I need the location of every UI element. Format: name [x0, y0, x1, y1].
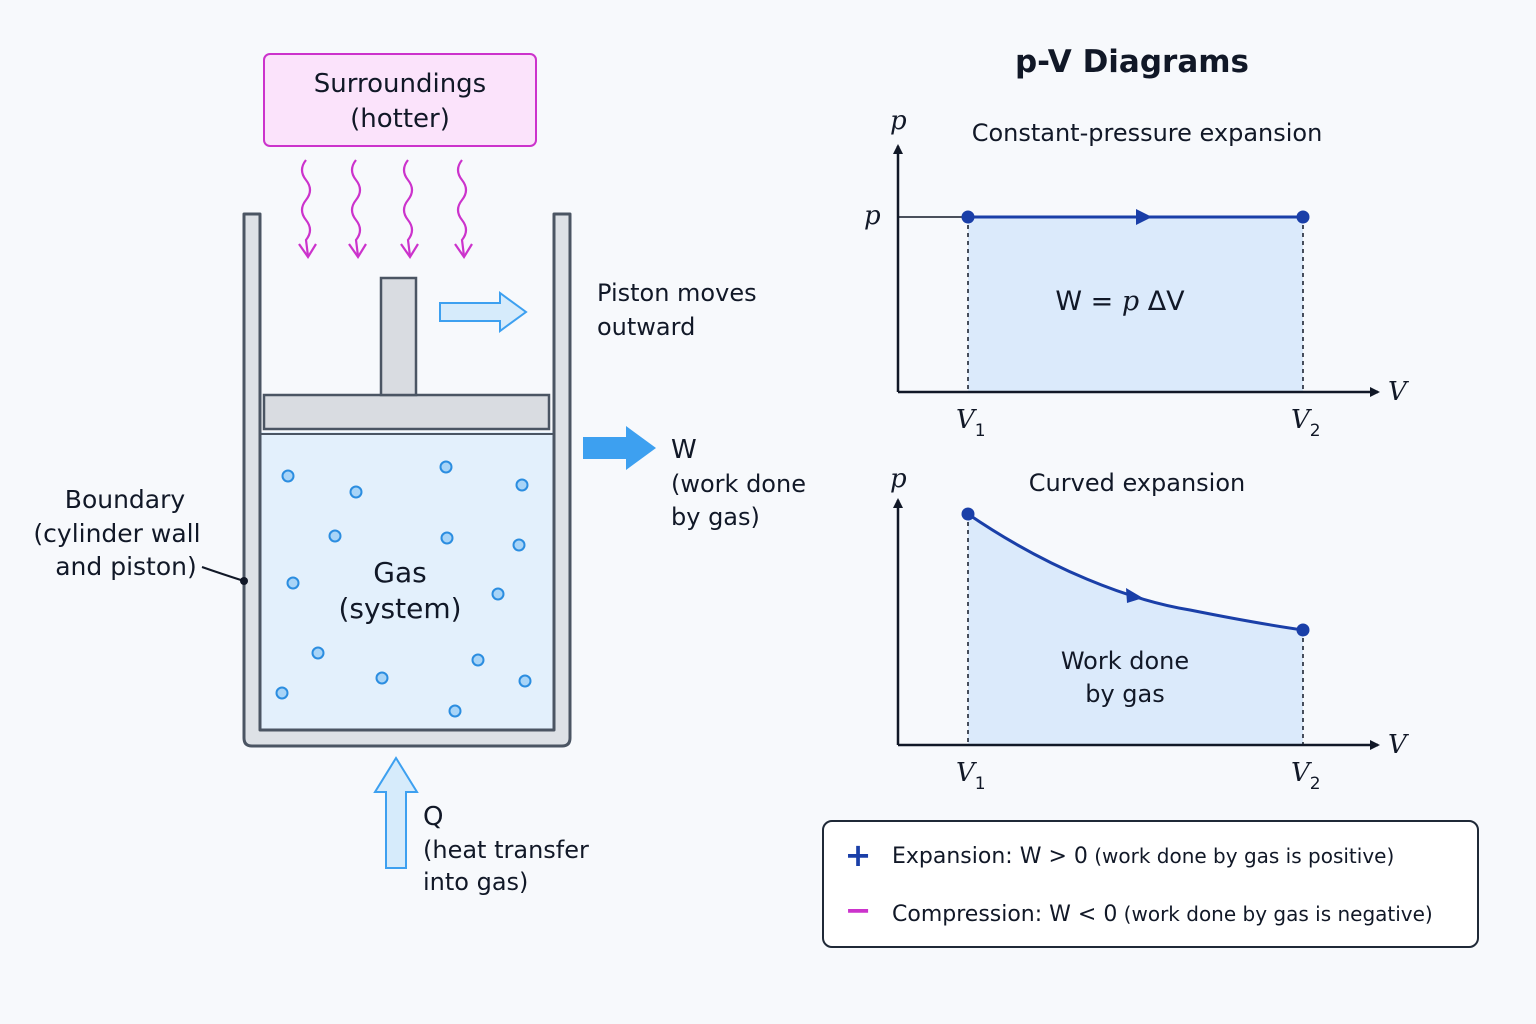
boundary-leader-dot: [240, 577, 248, 585]
work-area: [968, 514, 1303, 745]
gas-molecule: [328, 529, 342, 543]
v1-tick-label: V1: [956, 405, 986, 441]
surroundings-label-line2: (hotter): [350, 104, 450, 134]
gas-molecule: [375, 671, 389, 685]
gas-molecule: [349, 485, 363, 499]
graph1-title: Constant-pressure expansion: [972, 119, 1323, 147]
gas-molecule: [440, 531, 454, 545]
heat-label-line2: into gas): [423, 868, 528, 896]
gas-molecule: [275, 686, 289, 700]
legend-expansion: Expansion: W > 0 (work done by gas is po…: [892, 844, 1394, 869]
surroundings-label-line1: Surroundings: [314, 69, 486, 99]
graph-curved-expansion: p V Curved expansion V1 V2 Work done by …: [890, 464, 1409, 794]
v2-tick-label: V2: [1291, 405, 1321, 441]
state-point-2: [1296, 623, 1310, 637]
wavy-arrow-icon: [400, 159, 419, 260]
heat-arrow-icon: [373, 756, 419, 869]
gas-molecule: [515, 478, 529, 492]
graph2-title: Curved expansion: [1029, 469, 1245, 497]
v1-tick-label: V1: [956, 758, 986, 794]
work-label-line2: by gas): [671, 503, 760, 531]
gas-molecule: [512, 538, 526, 552]
v2-tick-label: V2: [1291, 758, 1321, 794]
surroundings-box: Surroundings (hotter): [263, 53, 537, 147]
direction-arrow-icon: [1136, 209, 1152, 225]
process-curve: [967, 512, 1304, 632]
pressure-tick-label: p: [864, 201, 881, 231]
piston-rod: [379, 276, 418, 397]
gas-region: [260, 432, 553, 730]
piston-head: [262, 393, 551, 431]
cylinder-wall: [242, 212, 572, 748]
heat-radiation-arrows: [298, 159, 473, 260]
x-axis-label: V: [1388, 377, 1409, 407]
gas-molecule: [471, 653, 485, 667]
work-symbol: W: [671, 435, 697, 465]
gas-molecule: [286, 576, 300, 590]
piston-label-line1: Piston moves: [597, 279, 757, 307]
wavy-arrow-icon: [454, 159, 473, 260]
boundary-leader-line: [201, 566, 245, 582]
gas-molecule: [491, 587, 505, 601]
direction-arrow-icon: [1126, 588, 1143, 603]
gas-molecules: [275, 460, 532, 718]
gas-molecule: [281, 469, 295, 483]
work-area: [968, 217, 1303, 392]
boundary-label-line2: (cylinder wall: [33, 519, 200, 548]
work-label-line1: (work done: [671, 470, 806, 498]
area-label-line1: Work done: [1061, 647, 1189, 675]
minus-icon: −: [845, 891, 872, 929]
gas-label-line2: (system): [338, 592, 461, 625]
gas-molecule: [518, 674, 532, 688]
graph-constant-pressure: p p V Constant-pressure expansion V1 V2 …: [864, 106, 1409, 441]
plus-icon: +: [845, 836, 872, 874]
y-axis-label: p: [890, 464, 907, 494]
pv-title: p-V Diagrams: [1015, 44, 1249, 80]
area-label-line2: by gas: [1085, 680, 1165, 708]
work-arrow-icon: [583, 426, 656, 470]
state-point-1: [961, 507, 975, 521]
sign-convention-legend: + Expansion: W > 0 (work done by gas is …: [822, 820, 1479, 948]
legend-compression: Compression: W < 0 (work done by gas is …: [892, 902, 1433, 927]
heat-label-line1: (heat transfer: [423, 836, 589, 864]
work-formula: W = p ΔV: [1055, 286, 1185, 317]
piston-label-line2: outward: [597, 313, 695, 341]
state-point-2: [1296, 210, 1310, 224]
x-axis-label: V: [1388, 730, 1409, 760]
gas-label-line1: Gas: [373, 556, 426, 589]
wavy-arrow-icon: [348, 159, 367, 260]
gas-molecule: [439, 460, 453, 474]
state-point-1: [961, 210, 975, 224]
gas-molecule: [311, 646, 325, 660]
boundary-label-line3: and piston): [55, 552, 197, 581]
wavy-arrow-icon: [298, 159, 317, 260]
y-axis-label: p: [890, 106, 907, 136]
piston-motion-arrow-icon: [439, 291, 528, 333]
gas-molecule: [448, 704, 462, 718]
boundary-label-line1: Boundary: [65, 485, 186, 514]
heat-symbol: Q: [423, 802, 443, 832]
